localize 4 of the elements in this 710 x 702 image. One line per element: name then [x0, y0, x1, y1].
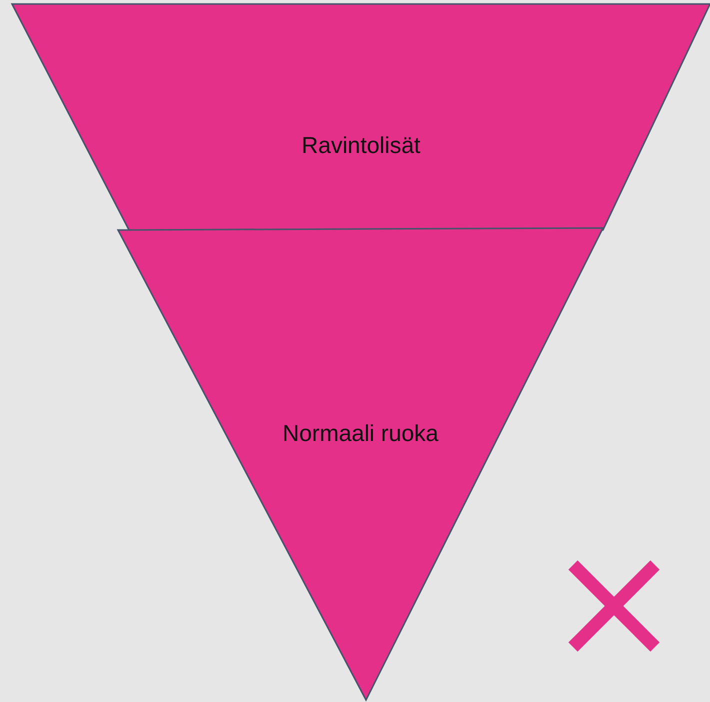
funnel-bottom-band	[118, 228, 603, 702]
band-label: Normaali ruoka	[282, 420, 438, 447]
funnel-top-band	[12, 4, 710, 233]
band-label: Ravintolisät	[302, 132, 420, 159]
